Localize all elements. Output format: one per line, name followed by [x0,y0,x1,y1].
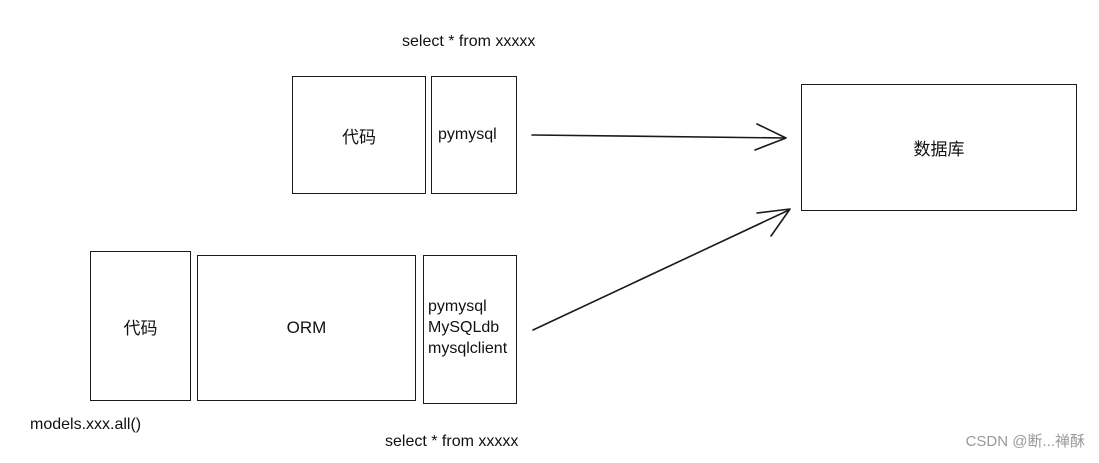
bottom-arrow [532,208,791,331]
database-box: 数据库 [801,84,1077,211]
driver-list: pymysql MySQLdb mysqlclient [428,296,507,359]
bottom-code-box: 代码 [90,251,191,401]
top-code-box: 代码 [292,76,426,194]
top-sql-caption: select * from xxxxx [402,33,536,50]
top-arrow [531,123,787,151]
models-caption: models.xxx.all() [30,416,142,433]
watermark: CSDN @断...禅酥 [965,433,1085,450]
driver-item: MySQLdb [428,319,500,336]
orm-box: ORM [197,255,416,401]
database-label: 数据库 [913,140,965,159]
bottom-drivers-box: pymysql MySQLdb mysqlclient [423,255,517,404]
driver-item: pymysql [428,298,487,315]
bottom-code-label: 代码 [123,318,158,338]
bottom-sql-caption: select * from xxxxx [385,433,519,450]
top-driver-box: pymysql [431,76,517,194]
driver-item: mysqlclient [428,340,508,357]
top-driver-label: pymysql [438,126,497,143]
top-code-label: 代码 [342,127,376,147]
orm-label: ORM [286,318,327,337]
